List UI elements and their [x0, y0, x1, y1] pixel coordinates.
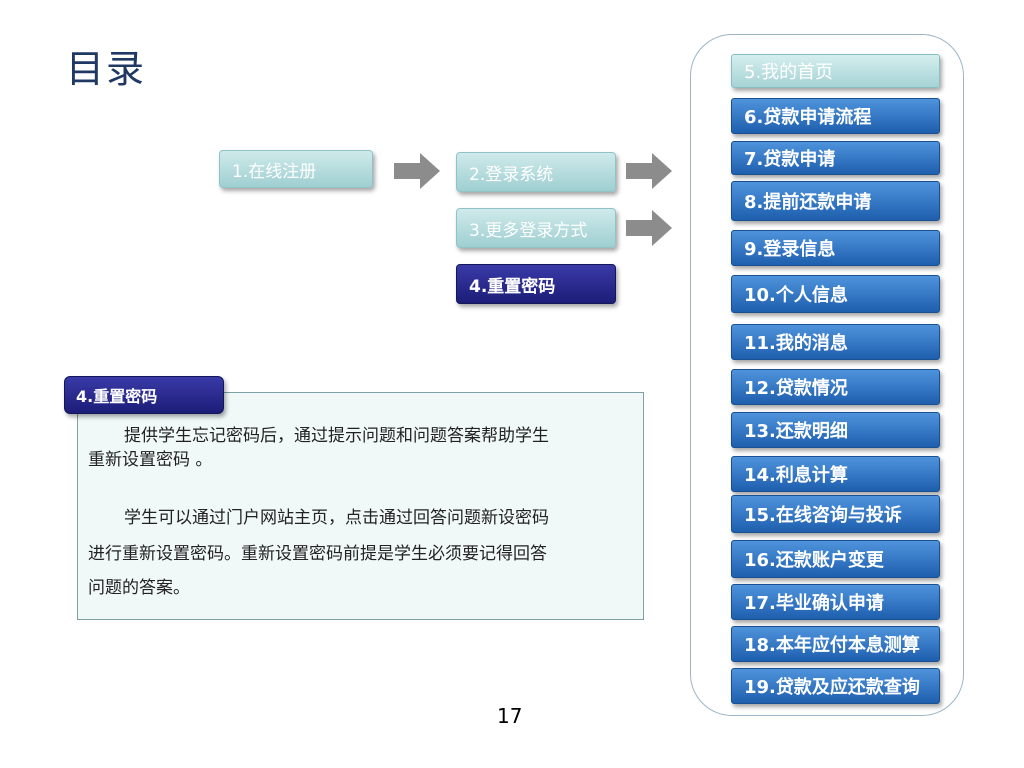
nav-item-label: 11.我的消息: [744, 333, 848, 354]
nav-item-label: 10.个人信息: [744, 285, 848, 306]
flow-step-more-login-button[interactable]: 3.更多登录方式: [456, 208, 616, 248]
nav-item-label: 19.贷款及应还款查询: [744, 677, 920, 698]
right-arrow-icon: [626, 210, 672, 246]
nav-item-account-change[interactable]: 16.还款账户变更: [731, 540, 940, 578]
nav-item-label: 5.我的首页: [744, 62, 834, 83]
nav-item-label: 18.本年应付本息测算: [744, 635, 920, 656]
nav-item-loan-process[interactable]: 6.贷款申请流程: [731, 98, 940, 134]
nav-item-messages[interactable]: 11.我的消息: [731, 324, 940, 360]
flow-step-label: 4.重置密码: [469, 276, 556, 297]
nav-item-label: 7.贷款申请: [744, 149, 836, 170]
description-paragraph-2-line-2: 进行重新设置密码。重新设置密码前提是学生必须要记得回答: [88, 544, 547, 564]
nav-item-annual-estimate[interactable]: 18.本年应付本息测算: [731, 626, 940, 662]
description-paragraph-1-line-2: 重新设置密码 。: [88, 450, 213, 470]
description-tab: 4.重置密码: [64, 376, 224, 414]
page-number: 17: [497, 704, 523, 728]
description-paragraph-2-line-1: 学生可以通过门户网站主页，点击通过回答问题新设密码: [124, 508, 549, 528]
nav-item-personal-info[interactable]: 10.个人信息: [731, 275, 940, 313]
flow-step-label: 1.在线注册: [232, 161, 317, 182]
nav-item-loan-status[interactable]: 12.贷款情况: [731, 369, 940, 405]
flow-step-register-button[interactable]: 1.在线注册: [219, 150, 373, 188]
nav-item-label: 9.登录信息: [744, 239, 836, 260]
nav-item-label: 16.还款账户变更: [744, 550, 884, 571]
nav-item-loan-query[interactable]: 19.贷款及应还款查询: [731, 668, 940, 704]
nav-item-label: 8.提前还款申请: [744, 192, 872, 213]
nav-item-home[interactable]: 5.我的首页: [731, 54, 940, 88]
flow-step-reset-password-button[interactable]: 4.重置密码: [456, 264, 616, 304]
right-arrow-icon: [626, 153, 672, 189]
nav-item-login-info[interactable]: 9.登录信息: [731, 230, 940, 266]
description-tab-label: 4.重置密码: [76, 387, 158, 406]
description-box: [77, 392, 644, 620]
description-paragraph-1-line-1: 提供学生忘记密码后，通过提示问题和问题答案帮助学生: [124, 426, 549, 446]
nav-item-interest-calc[interactable]: 14.利息计算: [731, 456, 940, 492]
nav-item-label: 6.贷款申请流程: [744, 107, 872, 128]
nav-item-label: 15.在线咨询与投诉: [744, 505, 902, 526]
nav-item-label: 12.贷款情况: [744, 378, 848, 399]
page-title: 目录: [66, 47, 147, 91]
nav-item-early-repay[interactable]: 8.提前还款申请: [731, 181, 940, 221]
right-arrow-icon: [394, 153, 440, 189]
nav-item-label: 14.利息计算: [744, 465, 848, 486]
flow-step-label: 2.登录系统: [469, 164, 554, 185]
nav-item-consult-complaint[interactable]: 15.在线咨询与投诉: [731, 495, 940, 533]
nav-item-loan-apply[interactable]: 7.贷款申请: [731, 141, 940, 175]
nav-item-label: 13.还款明细: [744, 421, 848, 442]
nav-item-graduation-confirm[interactable]: 17.毕业确认申请: [731, 584, 940, 620]
nav-item-repay-detail[interactable]: 13.还款明细: [731, 412, 940, 448]
flow-step-label: 3.更多登录方式: [469, 220, 588, 241]
description-paragraph-2-line-3: 问题的答案。: [88, 578, 190, 598]
flow-step-login-button[interactable]: 2.登录系统: [456, 152, 616, 192]
nav-item-label: 17.毕业确认申请: [744, 593, 884, 614]
